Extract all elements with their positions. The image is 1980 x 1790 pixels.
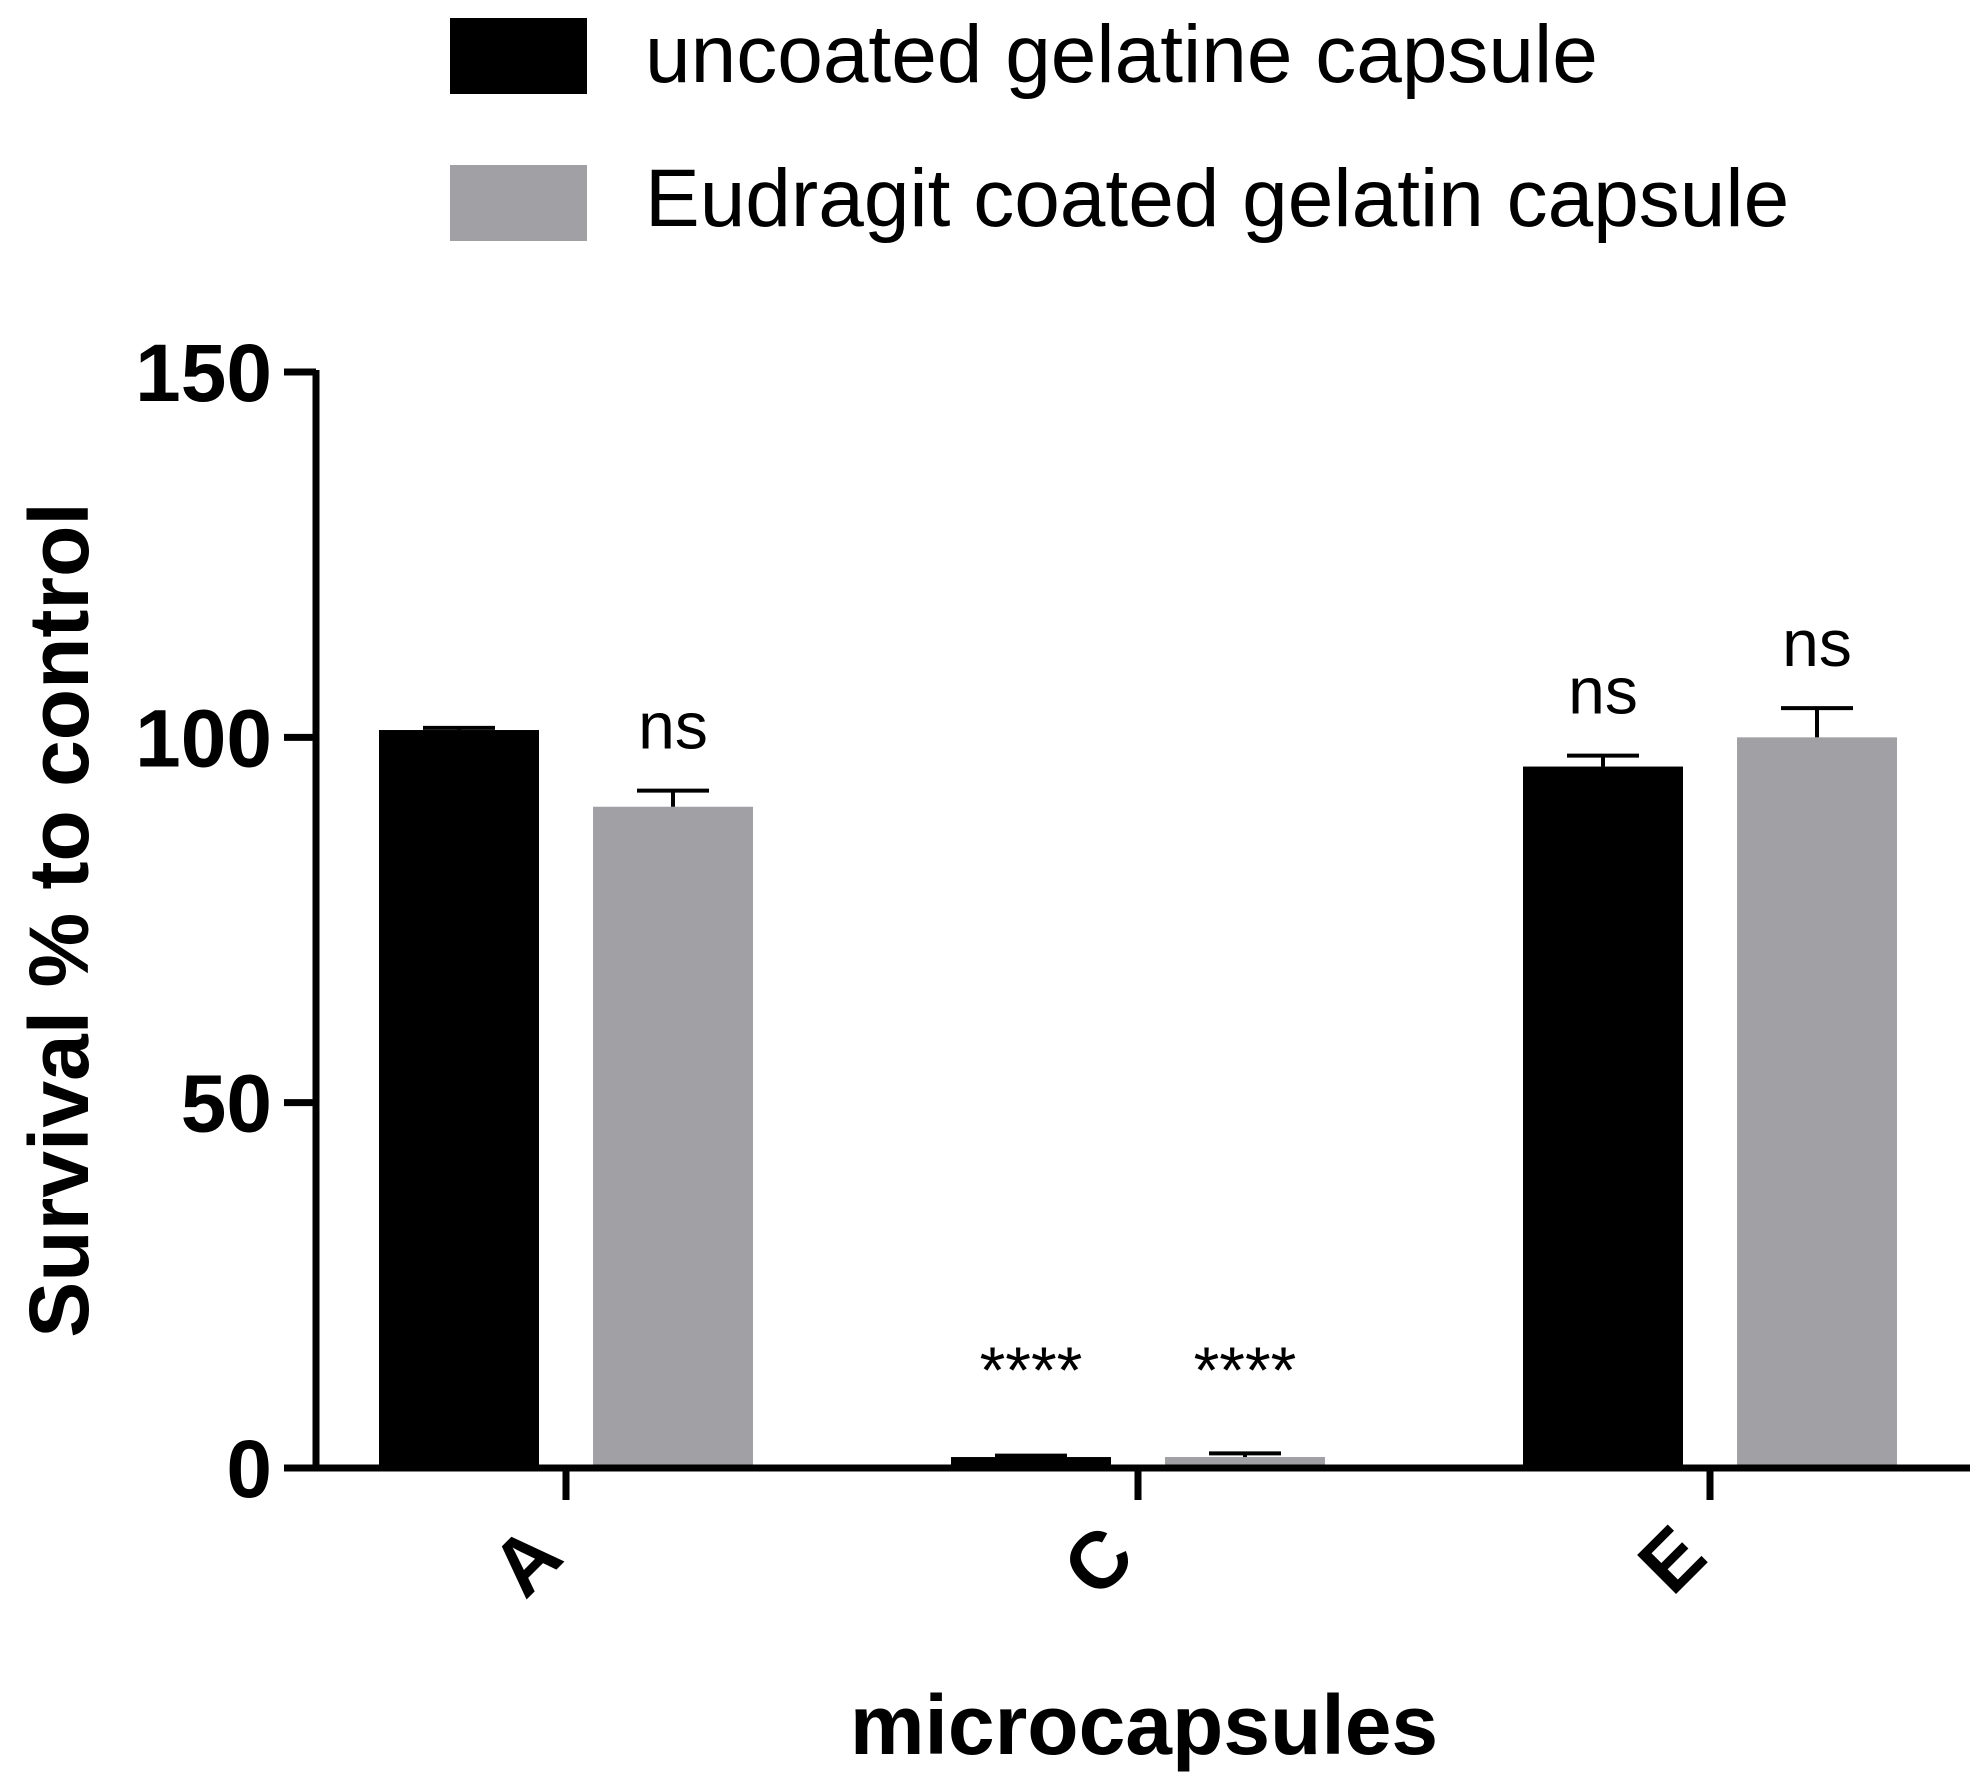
bars-group — [379, 730, 1897, 1468]
y-tick-label-100: 100 — [135, 693, 272, 784]
legend-label-1: uncoated gelatine capsule — [645, 9, 1598, 100]
bar-C-series-2 — [1165, 1457, 1325, 1468]
x-tick-label-C: C — [1046, 1509, 1150, 1613]
annotation-C-series-2: **** — [1194, 1333, 1297, 1407]
y-tick-label-150: 150 — [135, 328, 272, 419]
annotation-A-series-2: ns — [638, 689, 708, 763]
bar-A-series-1 — [379, 730, 539, 1468]
legend-label-2: Eudragit coated gelatin capsule — [645, 153, 1789, 244]
legend-swatch-2 — [450, 165, 587, 241]
significance-annotations: **** ns ns **** ns — [638, 606, 1852, 1407]
y-axis-title: Survival % to control — [12, 502, 106, 1338]
error-bars-group — [423, 706, 1853, 1458]
legend-swatch-1 — [450, 18, 587, 94]
x-tick-label-A: A — [474, 1509, 578, 1613]
annotation-C-series-1: **** — [980, 1333, 1083, 1407]
x-axis-title: microcapsules — [850, 1678, 1438, 1772]
y-tick-label-50: 50 — [181, 1059, 272, 1150]
annotation-E-series-1: ns — [1568, 654, 1638, 728]
x-tick-label-E: E — [1621, 1509, 1722, 1610]
annotation-E-series-2: ns — [1782, 606, 1852, 680]
bar-C-series-1 — [951, 1457, 1111, 1468]
y-tick-label-0: 0 — [226, 1424, 272, 1515]
bar-A-series-2 — [593, 806, 753, 1468]
bar-E-series-2 — [1737, 737, 1897, 1468]
bar-E-series-1 — [1523, 766, 1683, 1468]
